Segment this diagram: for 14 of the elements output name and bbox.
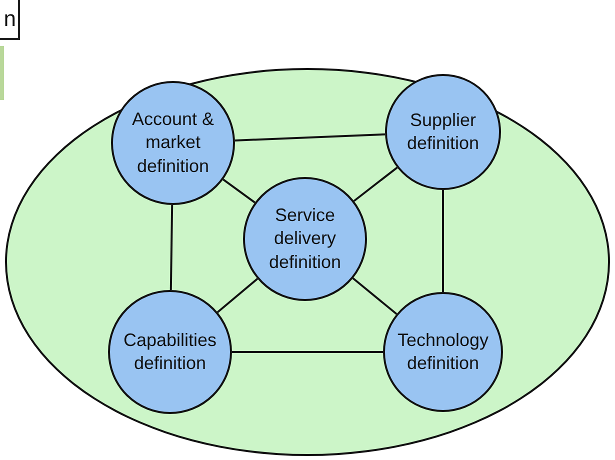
connector-line — [352, 278, 398, 315]
circle-label: Account & market definition — [130, 108, 216, 178]
connector-line — [442, 190, 444, 292]
connector-line — [170, 204, 174, 290]
connector-line — [234, 133, 386, 142]
box-text: n — [4, 6, 16, 32]
connector-line — [232, 351, 383, 353]
circle-label: Capabilities definition — [122, 328, 218, 375]
connector-line — [353, 166, 398, 202]
connector-line — [216, 278, 258, 313]
connector-line — [222, 178, 256, 204]
circle-label: Technology definition — [396, 328, 490, 375]
circle-label: Supplier definition — [406, 108, 480, 155]
circle-label: Service delivery definition — [268, 204, 342, 274]
